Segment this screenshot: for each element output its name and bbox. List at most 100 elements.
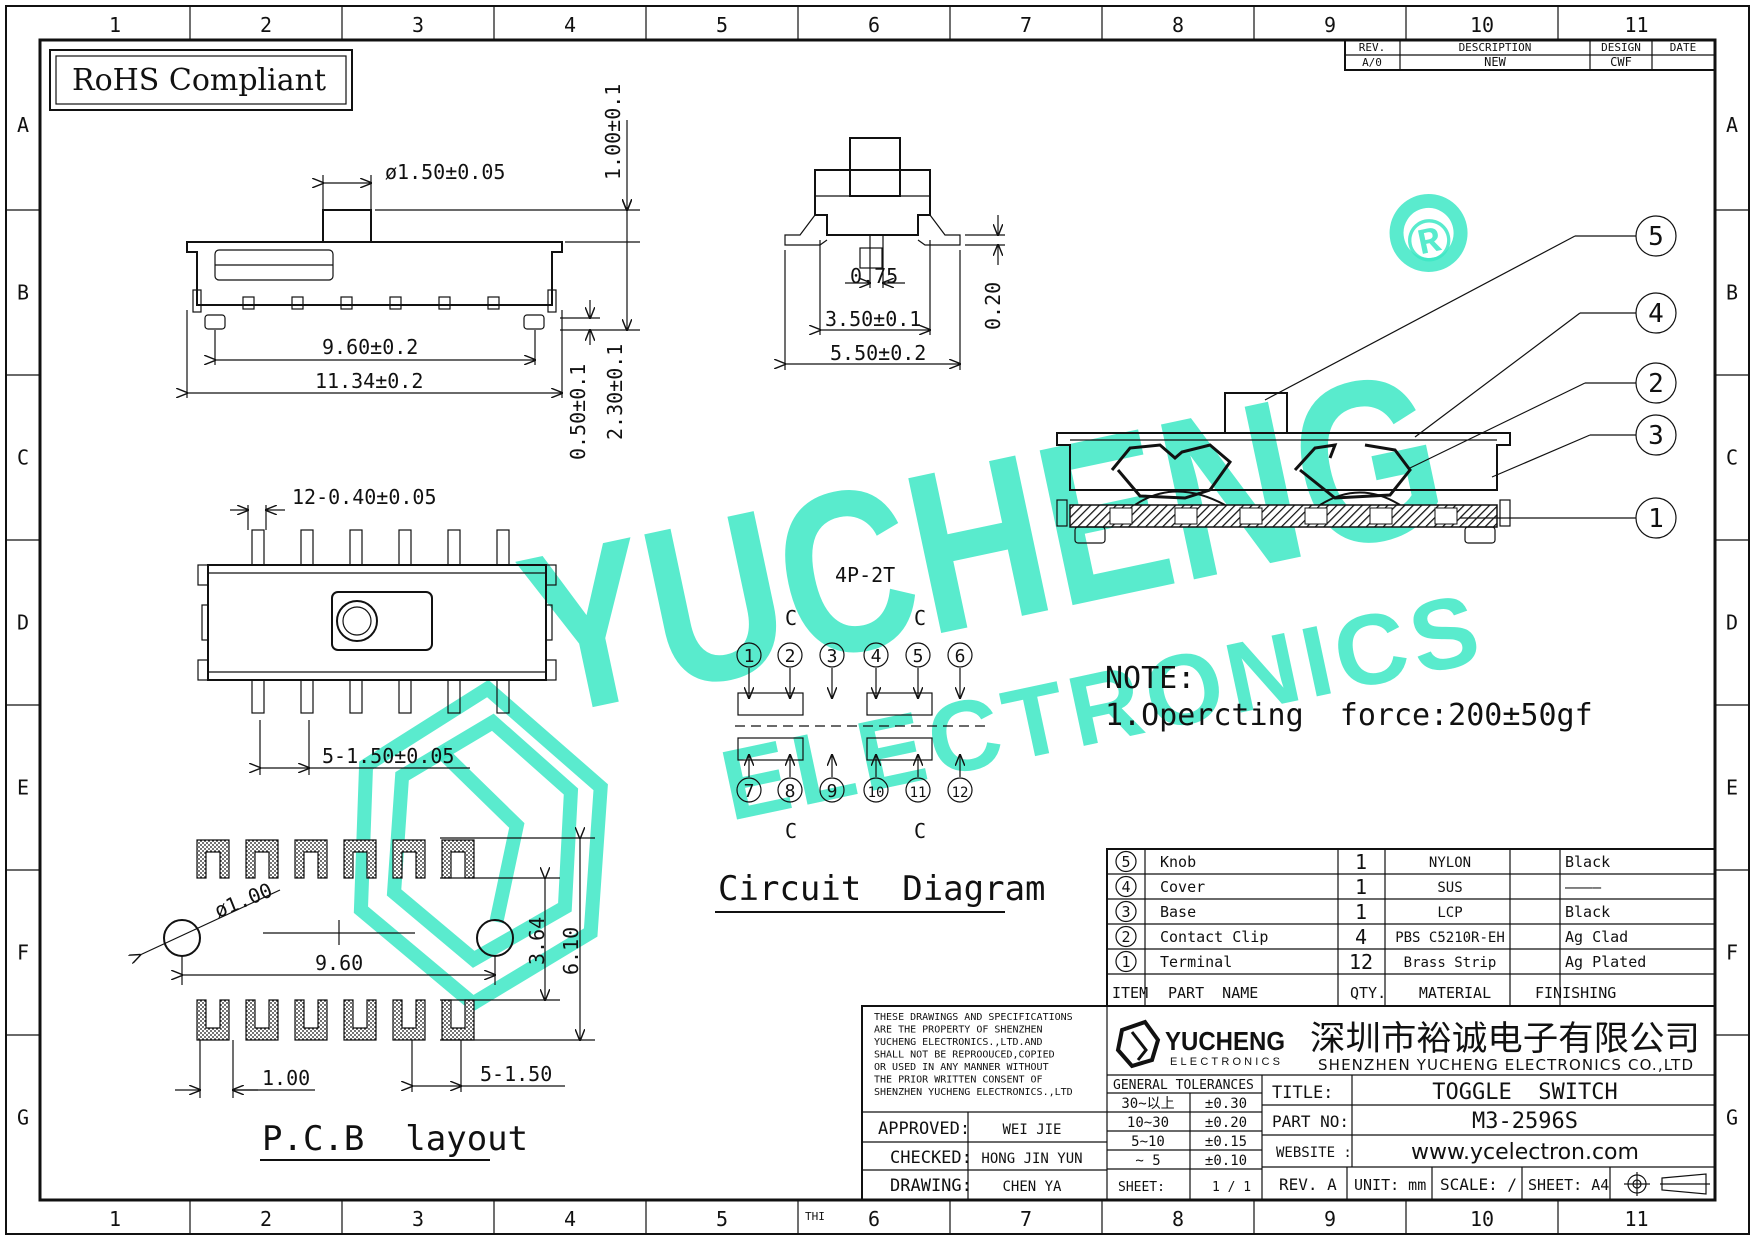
rev-value: A/0 bbox=[1362, 56, 1382, 69]
col-label-top: 5 bbox=[716, 13, 728, 37]
bottom-pin bbox=[300, 679, 314, 714]
section-terminal bbox=[1304, 507, 1328, 525]
pcb-pad-top bbox=[294, 839, 328, 879]
balloon-5-icon bbox=[1635, 215, 1677, 257]
circuit-pin-top-icon bbox=[947, 642, 973, 668]
tolerance-range: 10~30 bbox=[1127, 1115, 1169, 1131]
rohs-label: RoHS Compliant bbox=[72, 63, 326, 98]
dim-knob-height: 1.00±0.1 bbox=[601, 84, 625, 180]
dim-pcb-100: 1.00 bbox=[262, 1066, 310, 1090]
bom-header-qty: QTY. bbox=[1350, 984, 1386, 1002]
bottom-pin bbox=[349, 679, 363, 714]
rev-header-desc: DESCRIPTION bbox=[1459, 41, 1532, 54]
section-terminal bbox=[1174, 507, 1198, 525]
circuit-pin-bottom: 11 bbox=[910, 785, 927, 801]
pcb-pad-bottom bbox=[441, 999, 475, 1041]
top-pin bbox=[300, 529, 314, 566]
col-label-top: 3 bbox=[412, 13, 424, 37]
balloon-1: 1 bbox=[1648, 504, 1664, 534]
common-label-3: C bbox=[785, 819, 797, 843]
bom-qty: 1 bbox=[1355, 850, 1367, 874]
circuit-pin-top: 1 bbox=[744, 646, 755, 667]
row-label-left: F bbox=[17, 941, 29, 965]
row-label-left: G bbox=[17, 1106, 29, 1130]
dim-pcb-150: 5-1.50 bbox=[480, 1062, 552, 1086]
tolerance-value: ±0.10 bbox=[1205, 1153, 1247, 1169]
bom-item-icon bbox=[1115, 900, 1137, 923]
row-label-right: C bbox=[1726, 446, 1738, 470]
balloon-3-icon bbox=[1635, 414, 1677, 456]
col-label-bottom: 5 bbox=[716, 1207, 728, 1231]
bom-finish: Ag Plated bbox=[1565, 953, 1646, 971]
checked-label: CHECKED: bbox=[890, 1148, 972, 1168]
front-pin bbox=[291, 296, 304, 310]
tolerance-range: ~ 5 bbox=[1135, 1153, 1160, 1169]
circuit-pin-bottom-icon bbox=[947, 777, 973, 803]
watermark-registered-icon bbox=[1389, 193, 1468, 272]
balloon-1-icon bbox=[1635, 497, 1677, 539]
front-pin bbox=[340, 296, 353, 310]
row-label-left: B bbox=[17, 281, 29, 305]
balloon-4-icon bbox=[1635, 292, 1677, 334]
bom-qty: 4 bbox=[1355, 925, 1367, 949]
watermark-logo-icon bbox=[353, 679, 608, 1013]
pcb-pad-bottom bbox=[392, 999, 426, 1041]
bom-material: LCP bbox=[1437, 905, 1462, 921]
dim-pcb-960: 9.60 bbox=[315, 951, 363, 975]
notice-line: SHENZHEN YUCHENG ELECTRONICS.,LTD bbox=[874, 1087, 1073, 1098]
col-label-bottom: 8 bbox=[1172, 1207, 1184, 1231]
drawing-name: CHEN YA bbox=[1002, 1179, 1062, 1195]
rohs-box: RoHS Compliant bbox=[49, 49, 353, 111]
bom-item-icon bbox=[1115, 850, 1137, 873]
bom-material: NYLON bbox=[1429, 855, 1471, 871]
rev-header-date: DATE bbox=[1670, 41, 1697, 54]
circuit-pin-bottom-icon bbox=[863, 777, 889, 803]
col-label-bottom: 2 bbox=[260, 1207, 272, 1231]
tolerance-range: 5~10 bbox=[1131, 1134, 1165, 1150]
note-block: NOTE: 1.Opercting force:200±50gf bbox=[1105, 661, 1593, 733]
balloon-5: 5 bbox=[1648, 222, 1664, 252]
bom-header-name: PART NAME bbox=[1168, 984, 1258, 1002]
pcb-pad-top bbox=[441, 839, 475, 879]
col-label-bottom: 10 bbox=[1470, 1207, 1494, 1231]
sheet-label: SHEET: bbox=[1118, 1180, 1165, 1195]
balloon-3: 3 bbox=[1648, 421, 1664, 451]
bom-part-name: Cover bbox=[1160, 878, 1205, 896]
bom-qty: 12 bbox=[1349, 950, 1373, 974]
notice-line: THESE DRAWINGS AND SPECIFICATIONS bbox=[874, 1012, 1073, 1023]
bottom-pin bbox=[251, 679, 265, 714]
front-pin bbox=[487, 296, 500, 310]
pcb-pad-top bbox=[343, 839, 377, 879]
approved-label: APPROVED: bbox=[878, 1119, 970, 1139]
row-label-right: B bbox=[1726, 281, 1738, 305]
website-value[interactable]: www.ycelectron.com bbox=[1411, 1140, 1639, 1165]
col-label-top: 7 bbox=[1020, 13, 1032, 37]
balloon-2-icon bbox=[1635, 362, 1677, 404]
circuit-pin-bottom-icon bbox=[736, 777, 762, 803]
notice-line: ARE THE PROPERTY OF SHENZHEN bbox=[874, 1025, 1043, 1036]
balloon-2: 2 bbox=[1648, 369, 1664, 399]
bom-item: 2 bbox=[1121, 928, 1130, 946]
front-pin bbox=[389, 296, 402, 310]
top-view: 12-0.40±0.05 5-1.50±0.05 bbox=[197, 485, 557, 775]
frame-mark: THI bbox=[805, 1210, 825, 1223]
bom-item-icon bbox=[1115, 925, 1137, 948]
row-label-left: A bbox=[17, 113, 29, 137]
row-label-right: G bbox=[1726, 1106, 1738, 1130]
pcb-pad-bottom bbox=[245, 999, 279, 1041]
circuit-pin-top-icon bbox=[905, 642, 931, 668]
bom-material: PBS C5210R-EH bbox=[1395, 930, 1505, 946]
col-label-top: 6 bbox=[868, 13, 880, 37]
top-pin bbox=[496, 529, 510, 566]
bom-item: 1 bbox=[1121, 953, 1130, 971]
dim-side-550: 5.50±0.2 bbox=[830, 341, 926, 365]
dim-pin-width: 12-0.40±0.05 bbox=[292, 485, 437, 509]
bom-qty: 1 bbox=[1355, 875, 1367, 899]
dim-pitch-span: 9.60±0.2 bbox=[322, 335, 418, 359]
circuit-pin-bottom-icon bbox=[905, 777, 931, 803]
balloon-4: 4 bbox=[1648, 299, 1664, 329]
bom-part-name: Terminal bbox=[1160, 953, 1232, 971]
circuit-pin-top-icon bbox=[819, 642, 845, 668]
notice-line: OR USED IN ANY MANNER WITHOUT bbox=[874, 1062, 1049, 1073]
